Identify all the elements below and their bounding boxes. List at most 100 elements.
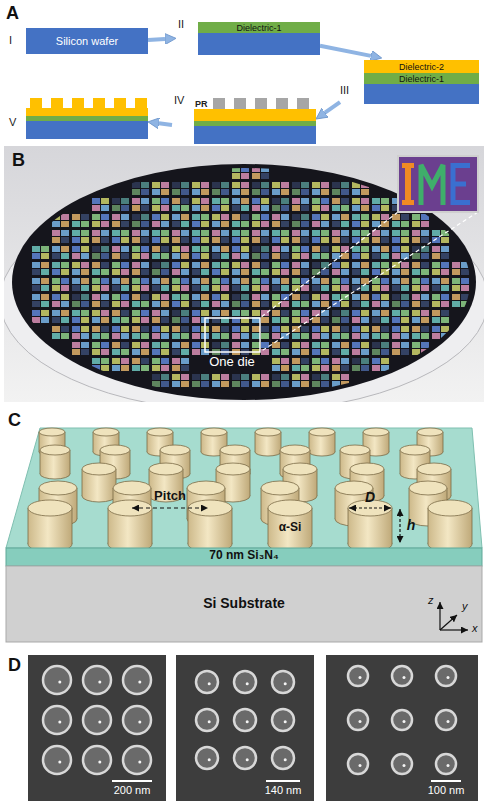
die-pattern: [101, 278, 109, 284]
material-layer: [194, 109, 316, 121]
step-numeral: V: [9, 116, 16, 129]
die: [152, 198, 169, 211]
die-pattern: [112, 269, 120, 275]
die: [452, 294, 469, 307]
die: [132, 230, 149, 243]
die-pattern: [41, 269, 49, 275]
die-pattern: [372, 358, 380, 364]
die-pattern: [152, 262, 160, 268]
die-pattern: [172, 278, 180, 284]
die-pattern: [92, 278, 100, 284]
die-pattern: [272, 317, 280, 323]
die-pattern: [101, 246, 109, 252]
die-pattern: [432, 262, 440, 268]
die-pattern: [321, 230, 329, 236]
die-pattern: [112, 198, 120, 204]
sem-pillar: [83, 666, 111, 694]
die-pattern: [241, 246, 249, 252]
die-pattern: [161, 246, 169, 252]
die: [352, 310, 369, 323]
die-pattern: [461, 269, 469, 275]
die-pattern: [172, 317, 180, 323]
diameter-arrow: [349, 507, 391, 508]
material-layer: [26, 98, 148, 108]
die-pattern: [401, 278, 409, 284]
silicon-pillar: [348, 500, 392, 552]
die-pattern: [101, 285, 109, 291]
die: [412, 262, 429, 275]
die: [312, 278, 329, 291]
die-pattern: [421, 317, 429, 323]
die-pattern: [192, 310, 200, 316]
die-pattern: [401, 262, 409, 268]
die-pattern: [172, 253, 180, 259]
die-pattern: [212, 205, 220, 211]
die-pattern: [241, 374, 249, 380]
die-pattern: [441, 333, 449, 339]
die-pattern: [192, 349, 200, 355]
die-pattern: [192, 381, 200, 387]
die-pattern: [272, 326, 280, 332]
die-pattern: [92, 358, 100, 364]
die-pattern: [192, 237, 200, 243]
sem-image: [176, 655, 314, 801]
die-pattern: [392, 317, 400, 323]
die-pattern: [441, 253, 449, 259]
die-pattern: [261, 317, 269, 323]
die-pattern: [172, 182, 180, 188]
die-pattern: [72, 253, 80, 259]
sem-pillar: [43, 706, 71, 734]
die: [132, 326, 149, 339]
die: [72, 262, 89, 275]
die-pattern: [401, 230, 409, 236]
etched-pillar: [51, 98, 63, 108]
die-pattern: [252, 262, 260, 268]
die: [172, 230, 189, 243]
silicon-pillar: [82, 463, 116, 502]
die-pattern: [292, 262, 300, 268]
die-pattern: [221, 221, 229, 227]
die-pattern: [81, 317, 89, 323]
die: [312, 310, 329, 323]
die-pattern: [181, 230, 189, 236]
die-pattern: [172, 326, 180, 332]
die-pattern: [252, 278, 260, 284]
die-pattern: [461, 294, 469, 300]
etched-pillar: [93, 98, 105, 108]
resist-block: [276, 98, 288, 109]
die-pattern: [292, 349, 300, 355]
die-pattern: [92, 230, 100, 236]
die-pattern: [141, 214, 149, 220]
die-pattern: [212, 237, 220, 243]
die-pattern: [312, 285, 320, 291]
die: [52, 214, 69, 227]
die-pattern: [421, 269, 429, 275]
die-pattern: [441, 326, 449, 332]
die-pattern: [201, 285, 209, 291]
die-pattern: [261, 301, 269, 307]
sem-pillar: [436, 710, 456, 730]
die-pattern: [41, 301, 49, 307]
die-pattern: [401, 214, 409, 220]
die-pattern: [132, 317, 140, 323]
die-pattern: [372, 269, 380, 275]
die-pattern: [152, 317, 160, 323]
die-pattern: [212, 189, 220, 195]
die-pattern: [141, 205, 149, 211]
die-pattern: [241, 333, 249, 339]
die-pattern: [352, 349, 360, 355]
die-pattern: [252, 221, 260, 227]
process-step: IIDielectric-1: [176, 18, 320, 55]
die: [112, 278, 129, 291]
die-pattern: [121, 342, 129, 348]
die-pattern: [252, 326, 260, 332]
die: [332, 278, 349, 291]
die-pattern: [361, 214, 369, 220]
die-pattern: [432, 326, 440, 332]
die-pattern: [72, 269, 80, 275]
die: [152, 278, 169, 291]
die-pattern: [112, 221, 120, 227]
scale-bar-label: 200 nm: [114, 784, 151, 797]
die-pattern: [221, 189, 229, 195]
die: [412, 294, 429, 307]
